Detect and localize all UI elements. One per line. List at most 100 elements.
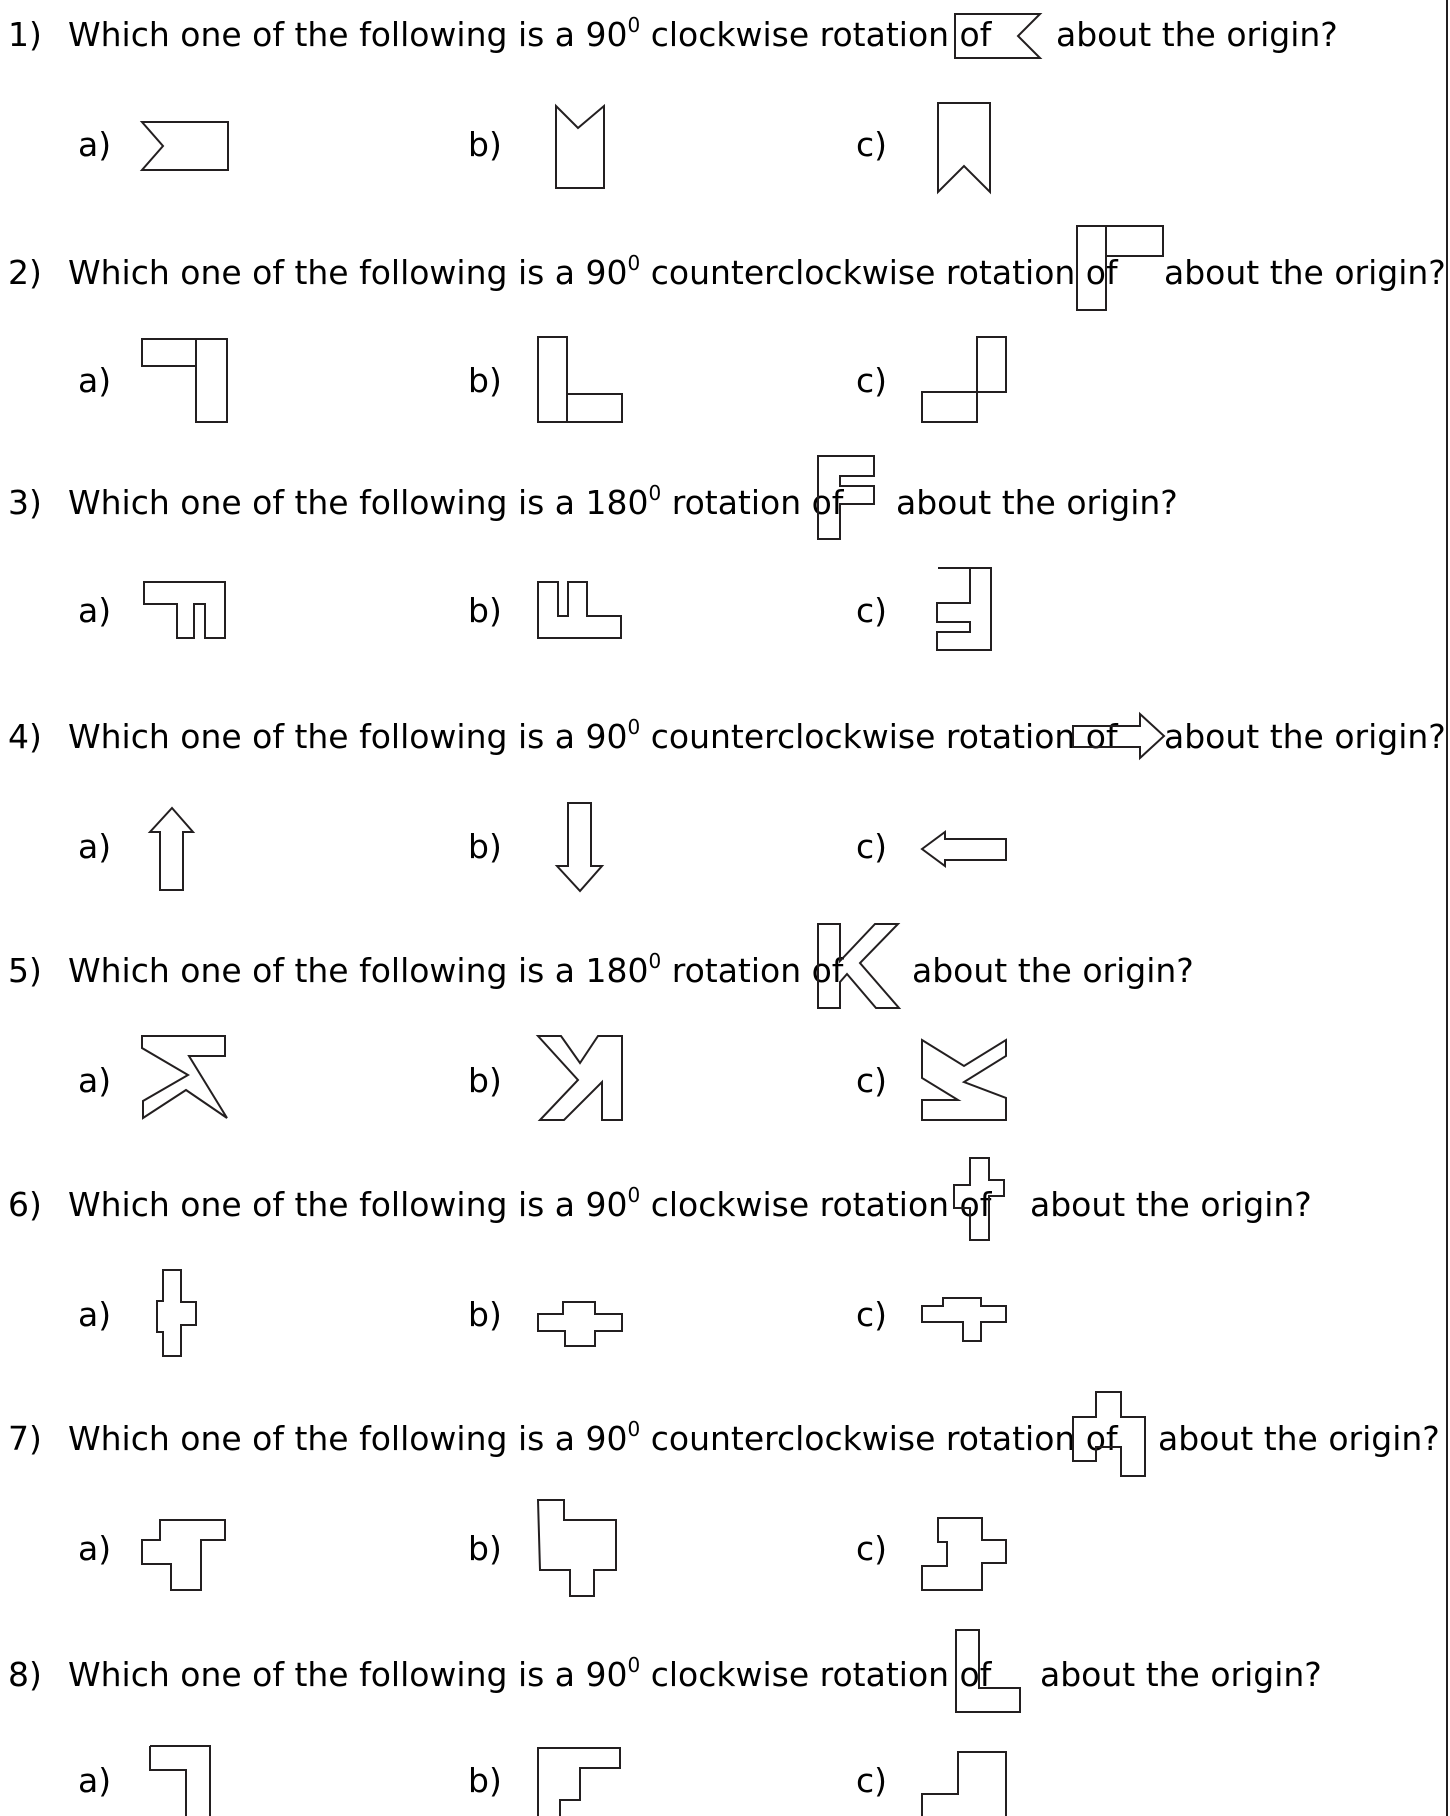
question-4-option-b-figure[interactable]: [554, 802, 605, 893]
question-prompt-rest: counterclockwise rotation of: [640, 717, 1119, 756]
question-8-option-a-figure[interactable]: [149, 1745, 211, 1816]
question-7-tail: about the origin?: [1158, 1419, 1440, 1458]
question-number: 1): [8, 15, 42, 54]
question-number: 3): [8, 483, 42, 522]
option-b-label: b): [468, 1295, 502, 1334]
question-7-option-a-figure[interactable]: [141, 1519, 226, 1591]
question-4-text: 4) Which one of the following is a 900 co…: [8, 715, 1119, 756]
option-a-label: a): [78, 1295, 111, 1334]
question-prompt-rest: rotation of: [661, 951, 845, 990]
question-4: 4) Which one of the following is a 900 co…: [8, 711, 1446, 893]
question-prompt: Which one of the following is a 90: [68, 717, 628, 756]
question-2-option-c-figure[interactable]: [921, 336, 1007, 423]
question-2: 2) Which one of the following is a 900 co…: [8, 225, 1446, 423]
question-5-figure: [817, 923, 902, 1009]
degree-superscript: 0: [628, 1417, 641, 1441]
question-prompt: Which one of the following is a 90: [68, 1419, 628, 1458]
question-prompt: Which one of the following is a 90: [68, 253, 628, 292]
question-5-option-c-figure[interactable]: [921, 1038, 1007, 1121]
option-a-label: a): [78, 827, 111, 866]
question-prompt: Which one of the following is a 90: [68, 1655, 628, 1694]
question-4-option-c-figure[interactable]: [920, 830, 1007, 868]
question-3-option-b-figure[interactable]: [537, 581, 622, 639]
question-6-option-b-figure[interactable]: [537, 1301, 623, 1347]
option-b-label: b): [468, 361, 502, 400]
question-8-tail: about the origin?: [1040, 1655, 1322, 1694]
question-prompt-rest: counterclockwise rotation of: [640, 253, 1119, 292]
question-1: 1) Which one of the following is a 900 cl…: [8, 13, 1338, 195]
option-c-label: c): [856, 361, 887, 400]
question-2-option-a-figure[interactable]: [141, 338, 228, 423]
option-b-label: b): [468, 591, 502, 630]
question-1-text: 1) Which one of the following is a 900 cl…: [8, 13, 993, 54]
option-b-label: b): [468, 1761, 502, 1800]
question-8-option-c-figure[interactable]: [921, 1751, 1007, 1816]
question-2-option-b-figure[interactable]: [537, 336, 623, 423]
question-2-tail: about the origin?: [1164, 253, 1446, 292]
question-3-option-a-figure[interactable]: [143, 581, 226, 639]
question-5-option-a-figure[interactable]: [141, 1035, 228, 1120]
option-a-label: a): [78, 591, 111, 630]
degree-superscript: 0: [628, 1183, 641, 1207]
option-a-label: a): [78, 1761, 111, 1800]
option-b-label: b): [468, 827, 502, 866]
option-c-label: c): [856, 125, 887, 164]
question-prompt-rest: clockwise rotation of: [640, 15, 992, 54]
question-1-figure: [954, 13, 1043, 59]
question-4-option-a-figure[interactable]: [147, 806, 196, 891]
option-a-label: a): [78, 125, 111, 164]
option-a-label: a): [78, 1061, 111, 1100]
question-number: 6): [8, 1185, 42, 1224]
question-prompt-rest: rotation of: [661, 483, 845, 522]
question-5: 5)Which one of the following is a 1800 r…: [8, 923, 1194, 1121]
question-prompt: Which one of the following is a 180: [68, 483, 649, 522]
question-2-text: 2) Which one of the following is a 900 co…: [8, 251, 1119, 292]
question-number: 5): [8, 951, 42, 990]
degree-superscript: 0: [628, 1653, 641, 1677]
question-6-option-a-figure[interactable]: [156, 1269, 197, 1357]
question-prompt: Which one of the following is a 90: [68, 1185, 628, 1224]
option-c-label: c): [856, 827, 887, 866]
question-1-option-b-figure[interactable]: [555, 103, 605, 189]
question-8-option-b-figure[interactable]: [537, 1747, 621, 1816]
option-b-label: b): [468, 125, 502, 164]
question-3-text: 3)Which one of the following is a 1800 r…: [8, 481, 845, 522]
question-7-option-b-figure[interactable]: [536, 1499, 617, 1597]
degree-superscript: 0: [628, 715, 641, 739]
question-6-option-c-figure[interactable]: [921, 1297, 1007, 1342]
question-5-tail: about the origin?: [912, 951, 1194, 990]
question-5-text: 5)Which one of the following is a 1800 r…: [8, 949, 845, 990]
question-8: 8)Which one of the following is a 900 cl…: [8, 1629, 1322, 1816]
question-1-option-c-figure[interactable]: [937, 102, 991, 195]
question-6-text: 6) Which one of the following is a 900 cl…: [8, 1183, 993, 1224]
question-prompt: Which one of the following is a 90: [68, 15, 628, 54]
question-number: 4): [8, 717, 42, 756]
question-6-figure: [953, 1157, 1005, 1241]
degree-superscript: 0: [628, 251, 641, 275]
question-1-option-a-figure[interactable]: [139, 121, 229, 171]
degree-superscript: 0: [628, 13, 641, 37]
question-3: 3)Which one of the following is a 1800 r…: [8, 455, 1178, 651]
option-c-label: c): [856, 1061, 887, 1100]
option-c-label: c): [856, 1295, 887, 1334]
question-7-text: 7)Which one of the following is a 900 co…: [8, 1417, 1119, 1458]
question-7-figure: [1072, 1391, 1146, 1477]
question-prompt-rest: clockwise rotation of: [640, 1185, 992, 1224]
question-7-option-c-figure[interactable]: [921, 1517, 1007, 1591]
option-b-label: b): [468, 1529, 502, 1568]
question-8-text: 8)Which one of the following is a 900 cl…: [8, 1653, 993, 1694]
question-number: 2): [8, 253, 42, 292]
question-8-figure: [955, 1629, 1021, 1713]
option-a-label: a): [78, 361, 111, 400]
option-c-label: c): [856, 591, 887, 630]
question-3-figure: [817, 455, 875, 540]
option-c-label: c): [856, 1529, 887, 1568]
question-prompt: Which one of the following is a 180: [68, 951, 649, 990]
question-5-option-b-figure[interactable]: [535, 1035, 623, 1121]
question-6: 6) Which one of the following is a 900 cl…: [8, 1157, 1312, 1357]
question-7: 7)Which one of the following is a 900 co…: [8, 1391, 1440, 1597]
question-2-figure: [1076, 225, 1164, 311]
option-b-label: b): [468, 1061, 502, 1100]
question-3-option-c-figure[interactable]: [936, 567, 992, 651]
